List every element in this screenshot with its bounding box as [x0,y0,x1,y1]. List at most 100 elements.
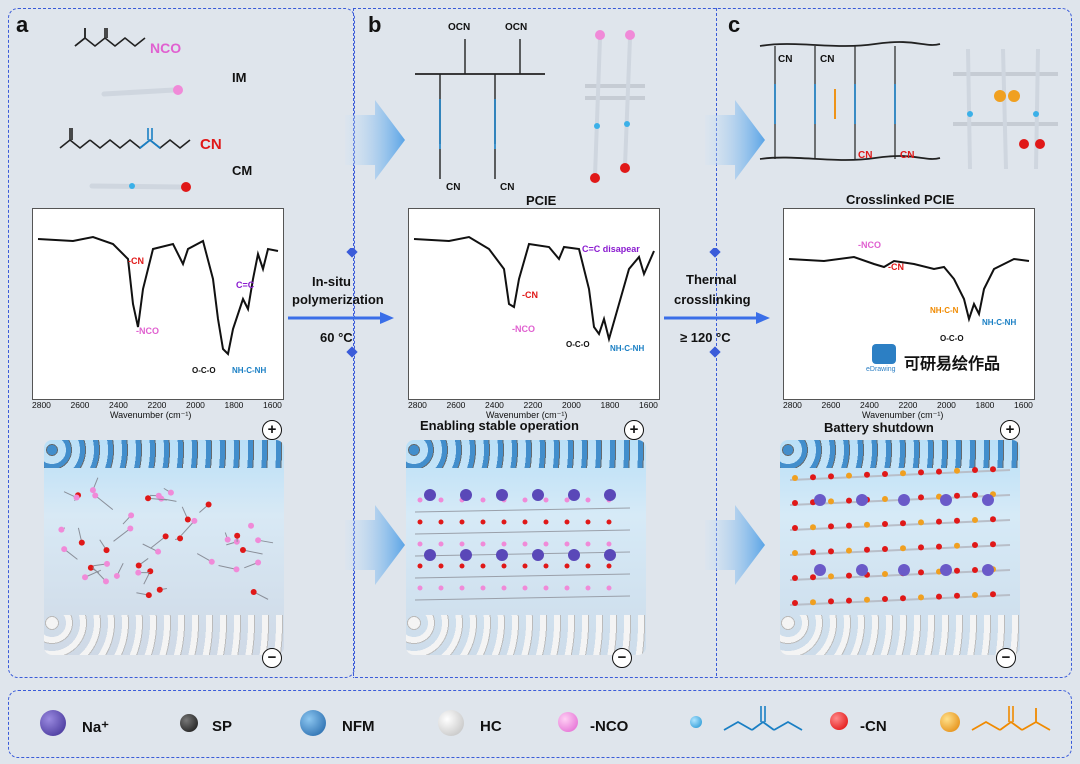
na-ion [532,489,544,501]
na-ion [460,549,472,561]
functional-group-dot [792,475,798,481]
spec-a-xlabel: Wavenumber (cm⁻¹) [110,410,192,420]
na-ion [496,489,508,501]
functional-group-dot [810,574,816,581]
functional-group-dot [177,535,184,542]
functional-group-dot [522,519,528,525]
spec-c-tick: 2000 [937,400,956,410]
blocked-na-ion [940,564,952,576]
functional-group-dot [990,516,996,523]
functional-group-dot [954,542,960,549]
functional-group-dot [972,492,978,498]
functional-group-dot [205,501,212,508]
functional-group-dot [89,487,96,494]
functional-group-dot [810,549,816,556]
functional-group-dot [480,519,486,525]
polymer-strand [113,528,131,542]
spec-c-peak-crosslink: NH-C-N [930,306,959,315]
functional-group-dot [900,545,906,552]
blocked-na-ion [982,564,994,576]
spec-a-peak-cc: C=C [236,280,255,290]
functional-group-dot [990,466,996,473]
functional-group-dot [972,567,978,573]
functional-group-dot [954,567,960,574]
spec-c-peak-cn: -CN [888,262,904,272]
functional-group-dot [438,563,444,569]
functional-group-dot [882,546,888,552]
functional-group-dot [606,585,612,591]
im-nco-group: NCO [150,40,182,56]
process1-arrow [288,312,394,324]
spec-b-xlabel: Wavenumber (cm⁻¹) [486,410,568,420]
na-ion [568,549,580,561]
functional-group-dot [864,546,870,553]
spec-a-peak-cn: -CN [128,256,144,266]
polymer-strand [92,567,107,582]
spec-b-peak-nco: -NCO [512,324,535,334]
functional-group-dot [846,572,852,579]
legend-label-hc: HC [480,718,502,735]
legend-label-sp: SP [212,718,233,735]
watermark-brand: eDrawing [866,366,896,373]
spec-a-peak-nco: -NCO [136,326,159,336]
legend [8,690,1072,758]
na-ion [568,489,580,501]
positive-electrode-icon: + [1000,420,1020,440]
functional-group-dot [438,519,444,525]
functional-group-dot [501,519,507,525]
functional-group-dot [58,526,65,533]
na-ion [604,549,616,561]
functional-group-dot [606,519,612,525]
functional-group-dot [810,474,816,481]
functional-group-dot [828,523,834,530]
watermark-text: 可研易绘作品 [904,356,1001,373]
spec-c-peak-ester: O-C-O [940,334,964,343]
functional-group-dot [135,562,142,569]
functional-group-dot [543,563,549,569]
functional-group-dot [417,497,423,503]
spec-c-tick: 1800 [975,400,995,410]
functional-group-dot [480,497,486,503]
functional-group-dot [606,541,612,547]
big-arrow-bc-bottom [705,505,765,585]
functional-group-dot [564,519,570,525]
pcie-cn-2: CN [500,182,515,193]
legend-label-cn: -CN [860,718,887,735]
functional-group-dot [480,585,486,591]
im-structure [74,28,146,48]
functional-group-dot [417,585,423,591]
functional-group-dot [606,563,612,569]
functional-group-dot [810,524,816,531]
functional-group-dot [184,516,191,523]
crosslinked-name: Crosslinked PCIE [846,192,955,207]
urea-icon [690,716,702,728]
cm-name: CM [232,163,253,178]
functional-group-dot [92,492,99,499]
spec-a-tick: 2600 [70,400,90,410]
negative-electrode-icon: − [262,648,282,668]
blocked-na-ion [982,494,994,506]
blocked-na-ion [856,564,868,576]
functional-group-dot [438,497,444,503]
spec-a-tick: 2400 [109,400,128,410]
cm-structure [59,128,191,150]
functional-group-dot [846,597,852,604]
process2-line1: Thermal [686,272,737,287]
blocked-na-ion [898,564,910,576]
functional-group-dot [918,469,924,476]
spec-a-tick: 1800 [224,400,244,410]
panel-letter-c: c [728,12,741,37]
xl-cn-2: CN [820,54,835,65]
functional-group-dot [102,578,109,585]
na-ion [496,549,508,561]
negative-electrode-icon: − [996,648,1016,668]
panel-letter-a: a [16,12,29,37]
spec-b-peak-urea: NH-C-NH [610,344,645,353]
panel-divider-ab [353,8,354,676]
functional-group-dot [543,497,549,503]
big-arrow-ab-top [345,100,405,180]
functional-group-dot [828,573,834,580]
blocked-na-ion [814,494,826,506]
functional-group-dot [224,536,231,543]
functional-group-dot [438,585,444,591]
